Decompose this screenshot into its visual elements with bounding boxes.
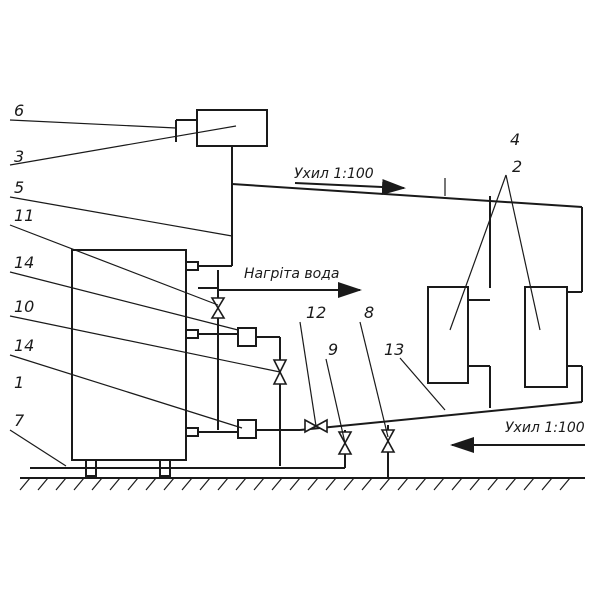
label-14-lower: 14 [14, 336, 34, 355]
label-6: 6 [14, 101, 24, 120]
boiler [71, 249, 199, 477]
ground-hatch [379, 477, 391, 491]
label-5: 5 [14, 178, 24, 197]
label-4: 4 [510, 130, 520, 149]
ground-hatch [289, 477, 301, 491]
label-9: 9 [328, 340, 338, 359]
ground-hatch [271, 477, 283, 491]
label-14-upper: 14 [14, 253, 34, 272]
ground-hatch [253, 477, 265, 491]
ground-hatch [109, 477, 121, 491]
ground-hatch [235, 477, 247, 491]
label-1: 1 [14, 373, 24, 392]
ground-hatch [91, 477, 103, 491]
ground-hatch [307, 477, 319, 491]
ground-hatch [469, 477, 481, 491]
label-3: 3 [14, 147, 24, 166]
valve-10 [272, 359, 288, 385]
hot-water-branch [198, 270, 362, 430]
label-8: 8 [364, 303, 374, 322]
ground-hatch [343, 477, 355, 491]
ground-hatch [37, 477, 49, 491]
ground-hatch [73, 477, 85, 491]
ground-hatch [19, 477, 31, 491]
supply-piping [198, 146, 583, 292]
hot-water-label: Нагріта вода [244, 266, 340, 282]
ground-hatch [415, 477, 427, 491]
ground-hatch [181, 477, 193, 491]
valve-9 [337, 431, 353, 455]
label-10: 10 [14, 297, 34, 316]
return-to-boiler [198, 419, 257, 439]
ground-hatch [433, 477, 445, 491]
ground-hatch [397, 477, 409, 491]
ground-hatch [361, 477, 373, 491]
label-13: 13 [384, 340, 404, 359]
ground-hatch [451, 477, 463, 491]
middle-pump-line [198, 327, 281, 466]
label-2: 2 [512, 157, 522, 176]
radiator-left [427, 286, 491, 408]
valve-11 [210, 297, 226, 319]
expansion-tank [175, 109, 268, 147]
label-11: 11 [14, 206, 34, 225]
label-12: 12 [306, 303, 326, 322]
ground-hatch [559, 477, 571, 491]
valve-8 [380, 429, 396, 453]
leader-lines [9, 119, 541, 467]
ground [19, 477, 585, 491]
ground-hatch [541, 477, 553, 491]
ground-hatch [145, 477, 157, 491]
radiator-right [524, 286, 583, 402]
ground-hatch [55, 477, 67, 491]
slope-arrows [294, 179, 585, 453]
label-7: 7 [14, 411, 25, 430]
ground-hatch [487, 477, 499, 491]
ground-hatch [325, 477, 337, 491]
ground-hatch [163, 477, 175, 491]
valve-12 [304, 418, 328, 434]
ground-hatch [217, 477, 229, 491]
ground-hatch [127, 477, 139, 491]
slope-label-bottom: Ухил 1:100 [505, 420, 585, 436]
return-piping [255, 401, 583, 431]
slope-label-top: Ухил 1:100 [294, 166, 374, 182]
ground-hatch [505, 477, 517, 491]
ground-hatch [523, 477, 535, 491]
ground-hatch [199, 477, 211, 491]
